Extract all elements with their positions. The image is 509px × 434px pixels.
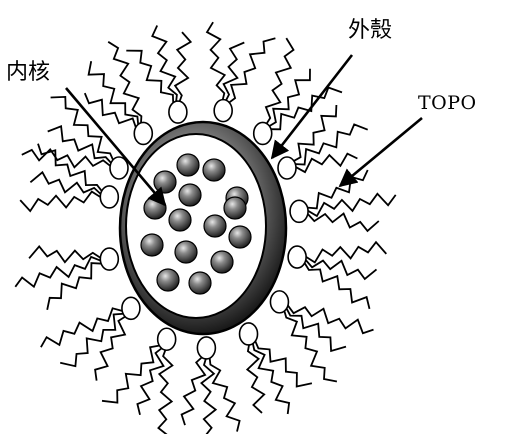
core-nanoparticle [224, 197, 246, 219]
ligand-head [169, 101, 187, 123]
ligand-head [100, 248, 118, 270]
ligand-head [278, 157, 296, 179]
ligand-chain [305, 242, 386, 262]
ligand-head [158, 328, 176, 350]
core-nanoparticle [175, 241, 197, 263]
ligand-chain [137, 347, 163, 415]
core-nanoparticle [203, 159, 225, 181]
core-nanoparticle [211, 251, 233, 273]
ligand-chain [227, 38, 275, 104]
core-nanoparticle [169, 209, 191, 231]
core-nanoparticle [189, 272, 211, 294]
core-nanoparticle [157, 269, 179, 291]
ligand-head [214, 100, 232, 122]
ligand-head [254, 122, 272, 144]
ligand-head [134, 122, 152, 144]
ligand-chain [304, 262, 370, 309]
ligand-chain [85, 93, 137, 129]
ligand-head [240, 323, 258, 345]
core-nanoparticle [179, 184, 201, 206]
ligand-chain [102, 345, 161, 402]
ligand-head [110, 157, 128, 179]
ligand-chain [182, 356, 206, 426]
ligand-chain [207, 22, 225, 103]
ligand-chain [20, 192, 101, 212]
ligand-head [290, 200, 308, 222]
core-nanoparticle [154, 171, 176, 193]
ligand-chain [307, 194, 396, 216]
topo-label: TOPO [418, 94, 477, 113]
ligand-chain [89, 61, 139, 127]
shell-label: 外殼 [348, 20, 392, 42]
ligand-head [270, 291, 288, 313]
ligand-chain [292, 105, 336, 162]
ligand-head [100, 186, 118, 208]
ligand-head [288, 246, 306, 268]
core-nanoparticle [177, 154, 199, 176]
ligand-chain [265, 38, 293, 126]
core-label: 内核 [6, 62, 50, 84]
ligand-chain [287, 304, 374, 333]
ligand-chain [60, 314, 125, 367]
ligand-chain [175, 32, 191, 104]
ligand-chain [15, 257, 101, 287]
core-nanoparticle [204, 215, 226, 237]
ligand-chain [284, 309, 337, 382]
ligand-chain [255, 339, 312, 386]
ligand-head [122, 297, 140, 319]
ligand-chain [95, 315, 127, 380]
ligand-head [197, 337, 215, 359]
ligand-chain [209, 355, 239, 431]
core-nanoparticle [229, 226, 251, 248]
core-nanoparticle [141, 234, 163, 256]
